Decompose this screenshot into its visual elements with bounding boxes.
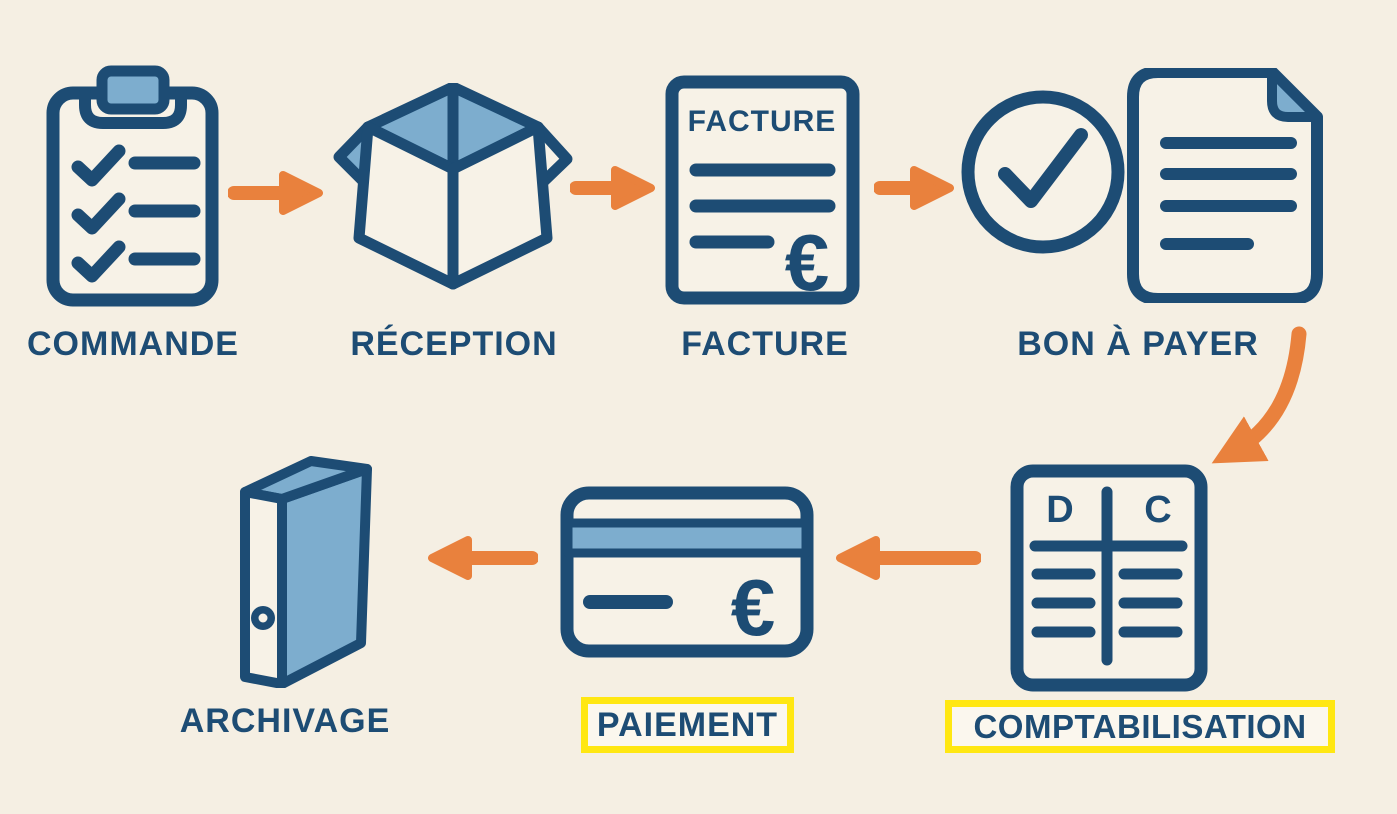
invoice-document-icon: FACTURE € [665, 75, 860, 305]
step-label-paiement: PAIEMENT [596, 705, 779, 744]
ledger-credit-letter: C [1144, 489, 1171, 531]
step-label-archivage: ARCHIVAGE [179, 702, 391, 740]
binder-icon [235, 456, 375, 688]
arrow-paiement-to-archivage-icon [428, 536, 538, 580]
ledger-debit-credit-icon: D C [1010, 464, 1208, 692]
step-label-paiement-highlighted: PAIEMENT [581, 697, 794, 753]
arrow-commande-to-reception-icon [228, 171, 323, 215]
arrow-comptabilisation-to-paiement-icon [836, 536, 981, 580]
open-box-icon [333, 83, 573, 293]
step-label-comptabilisation: COMPTABILISATION [973, 707, 1307, 745]
card-euro-symbol: € [731, 563, 776, 652]
ledger-debit-letter: D [1046, 489, 1073, 531]
approved-check-document-icon [960, 68, 1325, 303]
step-label-bon-a-payer: BON À PAYER [1017, 325, 1259, 363]
credit-card-icon: € [560, 486, 814, 658]
invoice-euro-symbol: € [785, 218, 830, 305]
step-label-facture: FACTURE [681, 325, 849, 363]
clipboard-checklist-icon [45, 63, 220, 308]
step-label-commande: COMMANDE [27, 325, 239, 363]
step-label-comptabilisation-highlighted: COMPTABILISATION [945, 700, 1335, 753]
step-label-reception: RÉCEPTION [350, 325, 558, 363]
arrow-facture-to-bonapayer-icon [874, 166, 954, 210]
arrow-reception-to-facture-icon [570, 166, 655, 210]
invoice-title-text: FACTURE [688, 105, 837, 138]
